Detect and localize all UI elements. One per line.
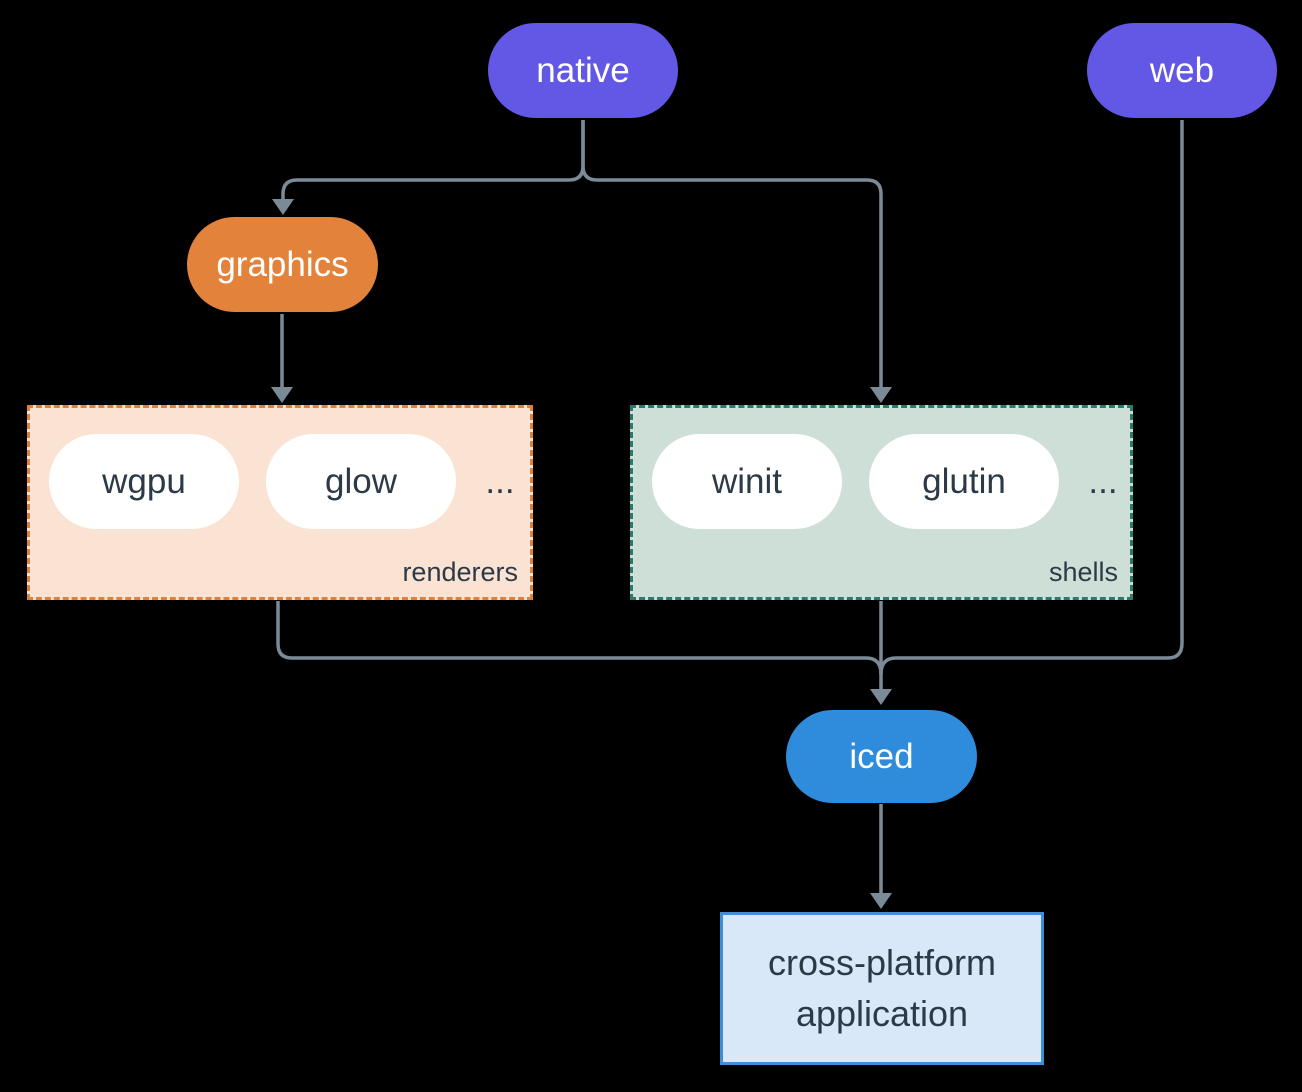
arrowhead-graphics	[272, 199, 294, 215]
connector-native-to-graphics	[281, 120, 585, 199]
node-glow-label: glow	[325, 461, 397, 501]
node-glutin: glutin	[869, 434, 1059, 529]
node-native-label: native	[536, 50, 630, 90]
node-iced-label: iced	[849, 736, 914, 776]
node-glutin-label: glutin	[922, 461, 1006, 501]
group-renderers-label: renderers	[402, 557, 518, 587]
arrowhead-shells	[870, 387, 892, 403]
arrowhead-application	[870, 893, 892, 909]
application-label-line1: cross-platform	[767, 942, 997, 984]
node-wgpu-label: wgpu	[102, 461, 186, 501]
node-graphics: graphics	[187, 217, 378, 312]
node-web: web	[1087, 23, 1277, 118]
node-iced: iced	[786, 710, 977, 803]
group-renderers: wgpu glow ... renderers	[27, 405, 533, 600]
node-winit: winit	[652, 434, 842, 529]
application-label-line2: application	[795, 992, 969, 1034]
renderers-ellipsis: ...	[485, 461, 515, 501]
connector-renderers-to-iced	[276, 601, 883, 675]
group-shells: winit glutin ... shells	[630, 405, 1133, 600]
shells-ellipsis: ...	[1088, 461, 1118, 501]
node-winit-label: winit	[711, 461, 783, 501]
node-cross-platform-application: cross-platform application	[720, 912, 1044, 1065]
node-native: native	[488, 23, 678, 118]
node-glow: glow	[266, 434, 456, 529]
node-web-label: web	[1149, 50, 1215, 90]
arrowhead-iced	[870, 689, 892, 705]
connector-native-to-shells	[581, 120, 883, 387]
group-shells-label: shells	[1048, 557, 1118, 587]
node-graphics-label: graphics	[216, 244, 349, 284]
arrowhead-renderers	[271, 387, 293, 403]
node-wgpu: wgpu	[49, 434, 239, 529]
